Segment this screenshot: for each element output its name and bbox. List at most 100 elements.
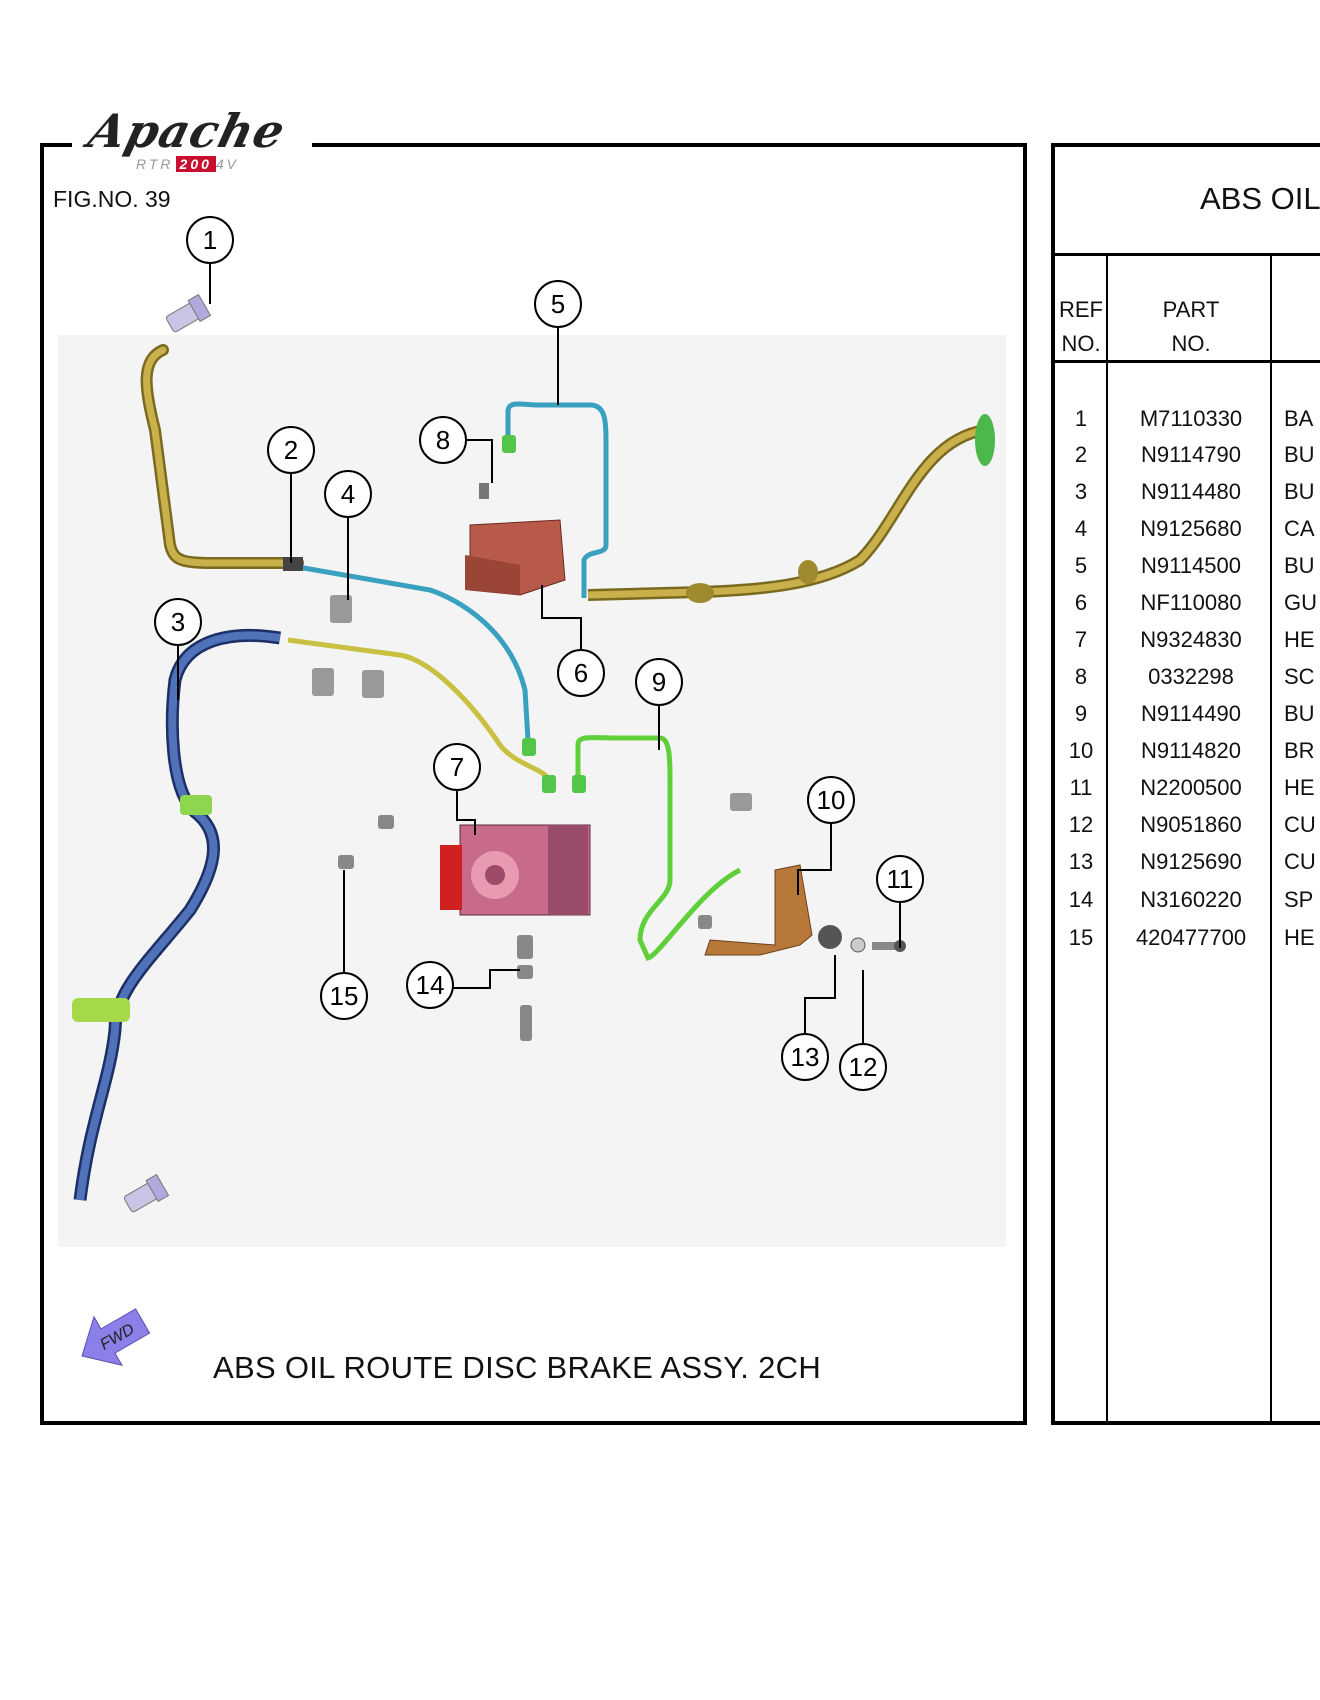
cell-ref: 12 — [1068, 812, 1094, 837]
cell-part-no: N3160220 — [1140, 887, 1242, 912]
cell-description: HE — [1284, 925, 1315, 950]
diagram-background — [58, 335, 1006, 1247]
brake-hose-left — [140, 344, 304, 570]
cell-ref: 11 — [1069, 775, 1093, 800]
cell-part-no: NF110080 — [1140, 590, 1242, 615]
cell-part-no: N9114500 — [1141, 553, 1241, 578]
callout-label: 1 — [203, 225, 217, 255]
callout-label: 5 — [551, 289, 565, 319]
callout-label: 15 — [330, 981, 359, 1011]
callout-1 — [186, 216, 234, 264]
bracket-part — [704, 864, 813, 956]
callout-12 — [839, 1043, 887, 1091]
cell-description: CU — [1284, 849, 1316, 874]
brake-pipe-yellow — [287, 637, 551, 781]
callout-label: 9 — [652, 667, 666, 697]
cell-description: GU — [1284, 590, 1317, 615]
banjo-bolt-part-lower — [123, 1173, 170, 1213]
cell-part-no: 0332298 — [1148, 664, 1234, 689]
figure-number: FIG.NO. 39 — [53, 186, 171, 212]
cell-part-no: N9114820 — [1141, 738, 1241, 763]
cell-ref: 4 — [1074, 516, 1088, 541]
cell-part-no: N9114490 — [1141, 701, 1241, 726]
cell-description: HE — [1284, 775, 1315, 800]
fwd-arrow-icon: FWD — [81, 1308, 151, 1366]
cell-ref: 8 — [1074, 664, 1088, 689]
cell-ref: 15 — [1068, 925, 1094, 950]
cell-description: BU — [1284, 701, 1315, 726]
callout-5 — [534, 280, 582, 328]
callout-label: 11 — [887, 864, 914, 894]
callout-label: 10 — [817, 785, 846, 815]
callout-circles — [154, 216, 924, 1091]
callout-7 — [433, 743, 481, 791]
cell-description: CU — [1284, 812, 1316, 837]
figure-caption: ABS OIL ROUTE DISC BRAKE ASSY. 2CH — [213, 1350, 822, 1385]
cell-description: SP — [1284, 887, 1314, 912]
callout-14 — [406, 961, 454, 1009]
cell-ref: 6 — [1074, 590, 1088, 615]
callout-13 — [781, 1033, 829, 1081]
cell-ref: 9 — [1074, 701, 1088, 726]
cell-part-no: M7110330 — [1139, 406, 1243, 431]
parts-table-frame — [1051, 143, 1320, 1425]
table-column-divider — [1106, 253, 1108, 1425]
callout-2 — [267, 426, 315, 474]
cell-ref: 3 — [1074, 479, 1088, 504]
banjo-bolt-part — [165, 293, 212, 333]
callout-10 — [807, 776, 855, 824]
cell-part-no: 420477700 — [1135, 925, 1247, 950]
abs-bracket-part — [465, 519, 566, 596]
cell-ref: 1 — [1074, 406, 1088, 431]
cell-part-no: N2200500 — [1140, 775, 1242, 800]
cell-ref: 14 — [1068, 887, 1094, 912]
parts-table-title: ABS OIL — [1200, 181, 1320, 216]
cell-part-no: N9324830 — [1140, 627, 1242, 652]
cell-description: BA — [1284, 406, 1314, 431]
table-column-divider — [1270, 253, 1272, 1425]
cell-part-no: N9125680 — [1140, 516, 1242, 541]
callout-3 — [154, 598, 202, 646]
brake-pipe-green — [575, 735, 742, 961]
fittings — [502, 435, 586, 793]
brake-hose-right — [587, 414, 995, 603]
callout-label: 4 — [341, 479, 355, 509]
brake-pipe-cyan — [297, 401, 609, 741]
table-divider — [1051, 253, 1320, 256]
cell-ref: 10 — [1068, 738, 1094, 763]
cell-part-no: N9114480 — [1141, 479, 1241, 504]
union-nut — [283, 557, 303, 571]
brand-logo-text: Apache — [83, 104, 292, 158]
callout-11 — [876, 855, 924, 903]
cell-description: BU — [1284, 553, 1315, 578]
abs-hydraulic-unit — [440, 824, 591, 916]
cell-description: BU — [1284, 442, 1315, 467]
hose-clamps — [312, 595, 752, 811]
cell-description: HE — [1284, 627, 1315, 652]
cell-description: BU — [1284, 479, 1315, 504]
callout-6 — [557, 649, 605, 697]
callout-label: 7 — [450, 752, 464, 782]
callout-8 — [419, 416, 467, 464]
callout-label: 8 — [436, 425, 450, 455]
cell-ref: 13 — [1068, 849, 1094, 874]
cell-ref: 7 — [1074, 627, 1088, 652]
callout-label: 6 — [574, 658, 588, 688]
callout-label: 12 — [849, 1052, 878, 1082]
cell-part-no: N9114790 — [1141, 442, 1241, 467]
table-header-divider — [1051, 360, 1320, 363]
cell-description: SC — [1284, 664, 1315, 689]
cell-ref: 5 — [1074, 553, 1088, 578]
screw-part — [479, 483, 489, 499]
cell-description: BR — [1284, 738, 1315, 763]
cell-description: CA — [1284, 516, 1315, 541]
callout-label: 14 — [416, 970, 445, 1000]
callout-numbers: 1 2 3 4 5 6 7 8 9 10 11 12 13 14 15 — [171, 225, 914, 1082]
callout-4 — [324, 470, 372, 518]
leader-lines — [177, 261, 901, 1043]
